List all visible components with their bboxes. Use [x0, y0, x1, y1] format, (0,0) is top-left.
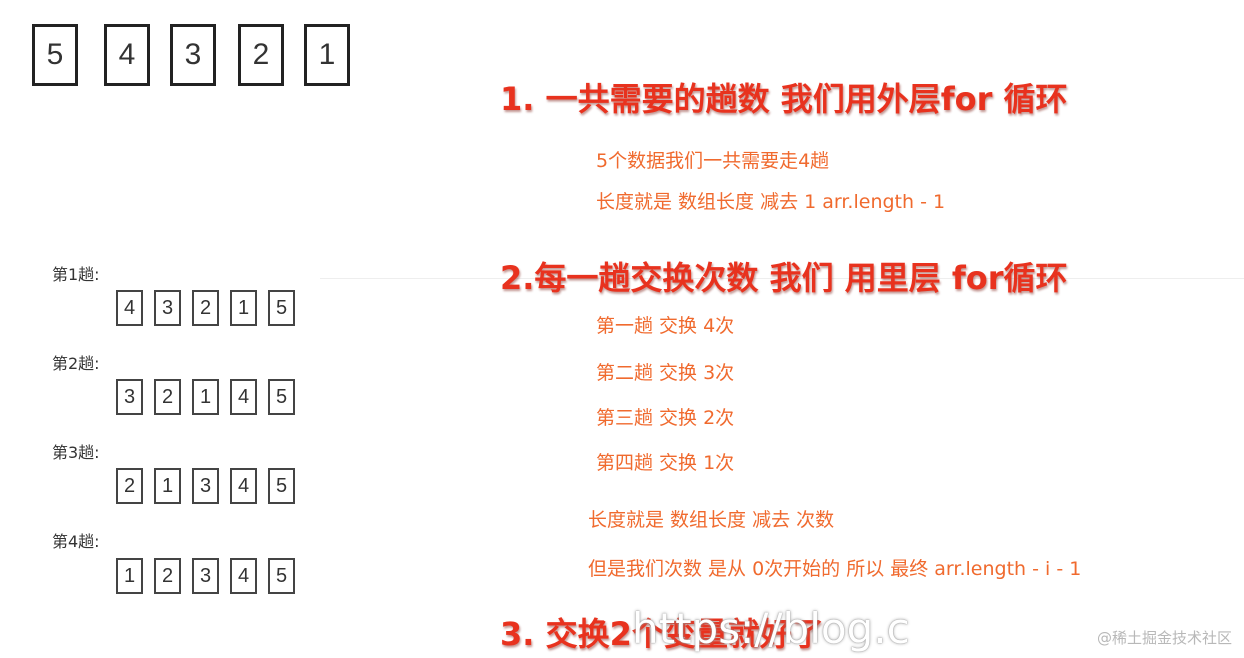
pass-label: 第2趟: — [52, 354, 100, 373]
pass-value-box: 1 — [230, 290, 257, 326]
watermark: @稀土掘金技术社区 — [1096, 629, 1232, 647]
pass-value-box: 5 — [268, 379, 295, 415]
pass-value-box: 2 — [154, 379, 181, 415]
pass-value-box: 4 — [116, 290, 143, 326]
overlay-url: https://blog.c — [632, 604, 910, 653]
top-number-box: 2 — [238, 24, 284, 86]
pass-value-box: 3 — [192, 468, 219, 504]
pass-value-box: 3 — [154, 290, 181, 326]
top-number-box: 3 — [170, 24, 216, 86]
pass-value-box: 2 — [116, 468, 143, 504]
divider — [320, 278, 1244, 279]
pass-value-box: 3 — [192, 558, 219, 594]
section2-line: 但是我们次数 是从 0次开始的 所以 最终 arr.length - i - 1 — [588, 558, 1082, 580]
section1-line: 5个数据我们一共需要走4趟 — [596, 150, 830, 172]
section2-line: 第二趟 交换 3次 — [596, 362, 735, 384]
top-number-box: 4 — [104, 24, 150, 86]
pass-label: 第3趟: — [52, 443, 100, 462]
section3-heading: 3. 交换2个变量就好了 — [500, 615, 824, 653]
section1-line: 长度就是 数组长度 减去 1 arr.length - 1 — [596, 191, 946, 213]
pass-value-box: 5 — [268, 558, 295, 594]
top-number-box: 5 — [32, 24, 78, 86]
section2-line: 长度就是 数组长度 减去 次数 — [588, 509, 835, 531]
pass-value-box: 1 — [154, 468, 181, 504]
section2-line: 第一趟 交换 4次 — [596, 315, 735, 337]
pass-value-box: 4 — [230, 379, 257, 415]
pass-value-box: 4 — [230, 468, 257, 504]
section2-line: 第四趟 交换 1次 — [596, 452, 735, 474]
pass-value-box: 2 — [154, 558, 181, 594]
pass-value-box: 2 — [192, 290, 219, 326]
pass-value-box: 1 — [116, 558, 143, 594]
section1-heading: 1. 一共需要的趟数 我们用外层for 循环 — [500, 80, 1068, 118]
pass-label: 第4趟: — [52, 532, 100, 551]
top-number-box: 1 — [304, 24, 350, 86]
pass-label: 第1趟: — [52, 265, 100, 284]
pass-value-box: 5 — [268, 468, 295, 504]
section2-heading: 2.每一趟交换次数 我们 用里层 for循环 — [500, 259, 1068, 297]
pass-value-box: 3 — [116, 379, 143, 415]
pass-value-box: 4 — [230, 558, 257, 594]
pass-value-box: 5 — [268, 290, 295, 326]
section2-line: 第三趟 交换 2次 — [596, 407, 735, 429]
pass-value-box: 1 — [192, 379, 219, 415]
